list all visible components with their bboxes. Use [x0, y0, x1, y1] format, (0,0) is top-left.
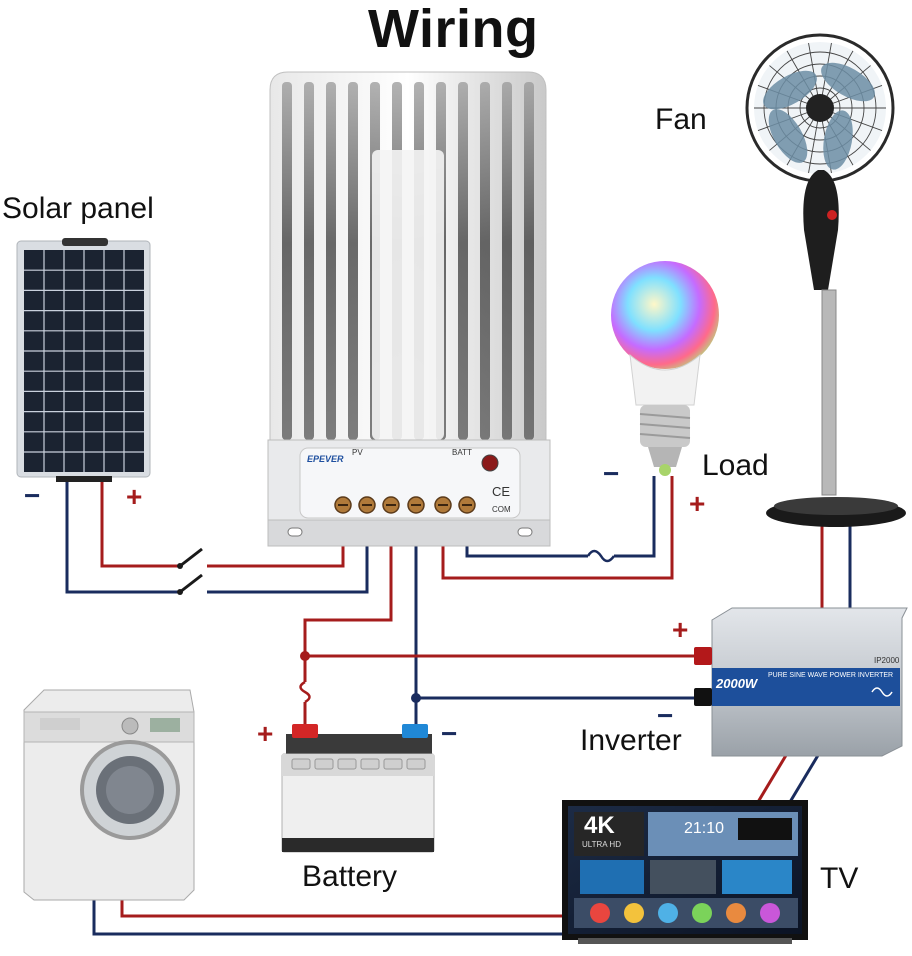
inverter-minus-sign: −	[657, 700, 674, 731]
sine-wave-icon	[871, 687, 893, 697]
heatsink-fin	[480, 82, 490, 440]
battery-image	[281, 724, 435, 853]
controller-brand: EPEVER	[307, 454, 344, 464]
heatsink-fin	[326, 82, 336, 440]
controller-batt-label: BATT	[452, 448, 472, 457]
tv-image	[562, 800, 808, 944]
battery-cap	[383, 758, 403, 770]
fan-label: Fan	[655, 103, 707, 136]
heatsink-fin	[458, 82, 468, 440]
load-positive-wire	[441, 476, 674, 580]
fan-image	[745, 33, 906, 527]
inverter-power: 2000W	[716, 676, 758, 691]
tv-app-icon	[658, 903, 678, 923]
solar-panel-image	[16, 238, 151, 482]
washer-positive-wire	[120, 900, 566, 918]
battery-plus-sign: +	[257, 718, 274, 749]
charge-controller-image	[267, 71, 551, 547]
tv-app-icon	[760, 903, 780, 923]
solar-panel-label: Solar panel	[2, 192, 154, 225]
tv-label: TV	[820, 862, 859, 895]
controller-com-label: COM	[492, 505, 511, 514]
solar-plus-sign: +	[126, 481, 143, 512]
controller-pv-label: PV	[352, 448, 363, 457]
tv-4k-badge: 4K	[584, 812, 615, 839]
tv-ultra-hd: ULTRA HD	[582, 840, 621, 849]
heatsink-fin	[502, 82, 512, 440]
battery-label: Battery	[302, 860, 398, 893]
load-label: Load	[702, 449, 769, 482]
light-bulb-image	[611, 261, 719, 476]
battery-cap	[406, 758, 426, 770]
inverter-model: IP2000	[874, 656, 900, 665]
switch-blade-positive	[179, 547, 203, 568]
inverter-image	[694, 607, 908, 757]
battery-cap	[291, 758, 311, 770]
tv-clock: 21:10	[684, 820, 725, 837]
heatsink-fin	[524, 82, 534, 440]
heatsink-fin	[348, 82, 358, 440]
battery-fuse-icon	[299, 680, 311, 704]
load-plus-sign: +	[689, 488, 706, 519]
washing-machine-image	[23, 689, 195, 901]
solar-positive-wire	[100, 476, 180, 568]
tv-app-icon	[590, 903, 610, 923]
controller-ce-mark: CE	[492, 484, 511, 499]
inverter-plus-sign: +	[672, 614, 689, 645]
inverter-description: PURE SINE WAVE POWER INVERTER	[768, 672, 894, 679]
load-negative-wire-2	[614, 476, 656, 558]
inverter-label: Inverter	[580, 724, 682, 757]
battery-cap	[360, 758, 380, 770]
switch-blade-negative	[179, 573, 203, 594]
tv-app-icon	[624, 903, 644, 923]
tv-app-icon	[692, 903, 712, 923]
batt-positive-wire	[303, 520, 393, 682]
load-minus-sign: −	[603, 458, 620, 489]
washer-negative-wire	[92, 900, 566, 936]
battery-cap	[337, 758, 357, 770]
tv-app-icon	[726, 903, 746, 923]
fuse-icon	[586, 549, 616, 563]
battery-cap	[314, 758, 334, 770]
heatsink-fin	[282, 82, 292, 440]
solar-minus-sign: −	[24, 480, 41, 511]
battery-minus-sign: −	[441, 718, 458, 749]
solar-negative-wire	[65, 476, 180, 594]
heatsink-fin	[304, 82, 314, 440]
diagram-title: Wiring	[368, 0, 539, 59]
